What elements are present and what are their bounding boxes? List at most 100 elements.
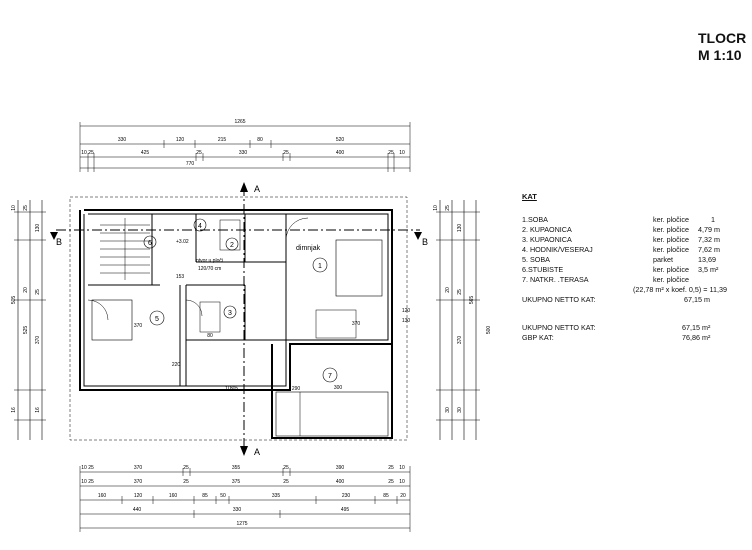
dim-bottom-row1: 25 xyxy=(283,465,289,471)
gbp-row: GBP KAT: 76,86 m² xyxy=(522,333,752,343)
dim-bottom-row1: 25 xyxy=(388,465,394,471)
dim-left: 20 xyxy=(23,287,29,293)
room-finish: ker. pločice xyxy=(653,215,689,224)
dim-top-row2: 330 xyxy=(118,137,127,143)
room-name: 1.SOBA xyxy=(522,215,548,224)
dim-bottom-row3: 50 xyxy=(220,493,226,499)
dim-left: 370 xyxy=(35,336,41,345)
section-b-left-label: B xyxy=(56,237,62,247)
dim-interior: 300 xyxy=(334,385,343,391)
room-area: 13,69 xyxy=(698,255,716,264)
dim-interior: 370 xyxy=(134,323,143,329)
dim-right: 25 xyxy=(445,205,451,211)
dim-bottom-row3: 85 xyxy=(202,493,208,499)
dim-top-row2: 80 xyxy=(257,137,263,143)
dim-top-row3: 10 xyxy=(399,150,405,156)
room-name: 6.STUBISTE xyxy=(522,265,564,274)
dim-bottom-row2: 10 xyxy=(399,479,405,485)
dim-interior: 290 xyxy=(292,386,301,392)
room-legend: KAT 1.SOBA ker. pločice 1 2. KUPAONICA k… xyxy=(522,192,752,343)
dim-top-row3: 330 xyxy=(239,150,248,156)
dim-bottom-row3: 335 xyxy=(272,493,281,499)
legend-row: 4. HODNIK/VESERAJ ker. pločice 7,62 m xyxy=(522,245,752,255)
legend-row: 3. KUPAONICA ker. pločice 7,32 m xyxy=(522,235,752,245)
dim-top-row3: 25 xyxy=(283,150,289,156)
dim-bottom-row1: 10 xyxy=(81,465,87,471)
room-finish: ker. pločice xyxy=(653,275,689,284)
dim-left: 525 xyxy=(23,326,29,335)
dim-bottom-row3: 120 xyxy=(134,493,143,499)
dim-top-row2: 215 xyxy=(218,137,227,143)
dim-bottom-row4: 330 xyxy=(233,507,242,513)
dim-right: 20 xyxy=(445,287,451,293)
label-otvor: otvor u ploči xyxy=(196,258,223,264)
room-number-1: 1 xyxy=(318,263,322,270)
dim-top-overall: 1265 xyxy=(234,119,245,125)
dim-top-row3: 25 xyxy=(388,150,394,156)
drawing-title: TLOCR M 1:10 xyxy=(698,30,746,64)
legend-row: 5. SOBA parket 13,69 xyxy=(522,255,752,265)
dim-left: 16 xyxy=(35,407,41,413)
dim-top-row3: 425 xyxy=(141,150,150,156)
dim-bottom-row2: 25 xyxy=(388,479,394,485)
dim-top-row4: 770 xyxy=(186,161,195,167)
gbp-value: 76,86 m² xyxy=(682,333,711,342)
label-height: +3.02 xyxy=(176,239,189,245)
section-a-bottom-label: A xyxy=(254,447,260,457)
room-name: 3. KUPAONICA xyxy=(522,235,572,244)
room-finish: ker. pločice xyxy=(653,235,689,244)
dim-bottom-row1: 25 xyxy=(183,465,189,471)
dim-bottom-row1: 370 xyxy=(134,465,143,471)
dim-bottom-row4: 440 xyxy=(133,507,142,513)
section-b-right-label: B xyxy=(422,237,428,247)
dim-bottom-row2: 25 xyxy=(88,479,94,485)
room-number-4: 4 xyxy=(198,223,202,230)
legend-row: 7. NATKR. .TERASA ker. pločice xyxy=(522,275,752,285)
room-number-3: 3 xyxy=(228,310,232,317)
dim-interior: 370 xyxy=(352,321,361,327)
dim-left: 10 xyxy=(11,205,17,211)
terrace-formula-row: (22,78 m² x koef. 0,5) = 11,39 xyxy=(522,285,752,295)
total-label: UKUPNO NETTO KAT: xyxy=(522,295,596,304)
dim-left: 130 xyxy=(35,224,41,233)
drawing-title-line1: TLOCR xyxy=(698,30,747,46)
total-netto-value: 67,15 m² xyxy=(682,323,711,332)
total-netto-row: UKUPNO NETTO KAT: 67,15 m² xyxy=(522,323,752,333)
dim-bottom-row1: 10 xyxy=(399,465,405,471)
dim-left: 16 xyxy=(11,407,17,413)
legend-row: 2. KUPAONICA ker. pločice 4,79 m xyxy=(522,225,752,235)
dim-bottom-row3: 230 xyxy=(342,493,351,499)
gbp-label: GBP KAT: xyxy=(522,333,554,342)
room-number-2: 2 xyxy=(230,242,234,249)
dim-interior: 10 xyxy=(225,386,231,392)
dim-interior: 305 xyxy=(230,386,239,392)
dim-bottom-row2: 25 xyxy=(183,479,189,485)
dim-top-row3: 10 xyxy=(81,150,87,156)
dim-bottom-row2: 375 xyxy=(232,479,241,485)
room-number-5: 5 xyxy=(155,316,159,323)
dim-interior: 80 xyxy=(207,333,213,339)
dim-top-row3: 25 xyxy=(88,150,94,156)
dim-bottom-row3: 160 xyxy=(98,493,107,499)
total-value: 67,15 m xyxy=(684,295,710,304)
dim-right: 25 xyxy=(457,289,463,295)
room-number-6: 6 xyxy=(148,240,152,247)
drawing-scale: M 1:10 xyxy=(698,47,742,63)
room-finish: ker. pločice xyxy=(653,245,689,254)
dim-right: 30 xyxy=(445,407,451,413)
room-name: 4. HODNIK/VESERAJ xyxy=(522,245,593,254)
dim-bottom-row1: 25 xyxy=(88,465,94,471)
dim-interior: 130 xyxy=(402,318,411,324)
total-row: UKUPNO NETTO KAT: 67,15 m xyxy=(522,295,752,305)
dim-bottom-row3: 85 xyxy=(383,493,389,499)
label-dimnjak: dimnjak xyxy=(296,245,321,252)
room-finish: parket xyxy=(653,255,673,264)
legend-row: 6.STUBISTE ker. pločice 3,5 m² xyxy=(522,265,752,275)
dim-interior: 153 xyxy=(176,274,185,280)
dim-bottom-row4: 495 xyxy=(341,507,350,513)
dim-bottom-row3: 20 xyxy=(400,493,406,499)
legend-heading: KAT xyxy=(522,192,537,201)
dim-left: 25 xyxy=(23,205,29,211)
label-otvor-size: 120/70 cm xyxy=(198,266,221,272)
